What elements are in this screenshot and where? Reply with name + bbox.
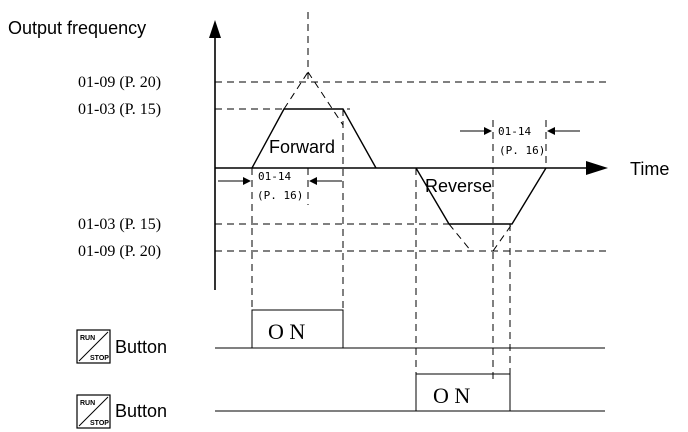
on-pulse-label: O N <box>268 319 305 344</box>
forward-label: Forward <box>269 137 335 157</box>
run-key-text: RUN <box>80 400 95 407</box>
forward-profile <box>251 108 377 169</box>
button-label: Button <box>115 337 167 357</box>
reverse-interval-param-ref: (P. 16) <box>499 144 545 157</box>
reverse-label: Reverse <box>425 176 492 196</box>
stop-key-text: STOP <box>90 420 109 427</box>
on-pulse <box>251 309 344 349</box>
reverse-interval-param: 01-14 <box>498 125 531 138</box>
forward-accel-extension <box>283 71 309 110</box>
forward-interval-param: 01-14 <box>258 170 291 183</box>
run-key-text: RUN <box>80 335 95 342</box>
signal-row-1: RUN STOP Button O N <box>76 309 605 364</box>
level-label-upper-max: 01-09 (P. 20) <box>78 74 161 91</box>
x-axis-label: Time <box>630 159 669 179</box>
level-label-lower-max: 01-09 (P. 20) <box>78 243 161 260</box>
forward-interval-param-ref: (P. 16) <box>257 189 303 202</box>
y-axis-label: Output frequency <box>8 18 146 38</box>
x-axis-arrow <box>586 161 608 175</box>
reverse-profile <box>415 167 547 225</box>
run-stop-key-icon: RUN STOP <box>76 329 111 364</box>
signal-row-2: RUN STOP Button O N <box>76 373 605 429</box>
on-pulse <box>415 373 511 412</box>
on-pulse-label: O N <box>433 383 470 408</box>
reverse-accel-extension <box>448 223 472 252</box>
button-label: Button <box>115 401 167 421</box>
forward-decel-extension <box>307 71 344 126</box>
run-stop-key-icon: RUN STOP <box>76 394 111 429</box>
level-label-upper-acc: 01-03 (P. 15) <box>78 101 161 118</box>
reverse-decel-extension <box>492 223 513 252</box>
stop-key-text: STOP <box>90 355 109 362</box>
y-axis-arrow <box>209 20 221 38</box>
level-label-lower-acc: 01-03 (P. 15) <box>78 216 161 233</box>
